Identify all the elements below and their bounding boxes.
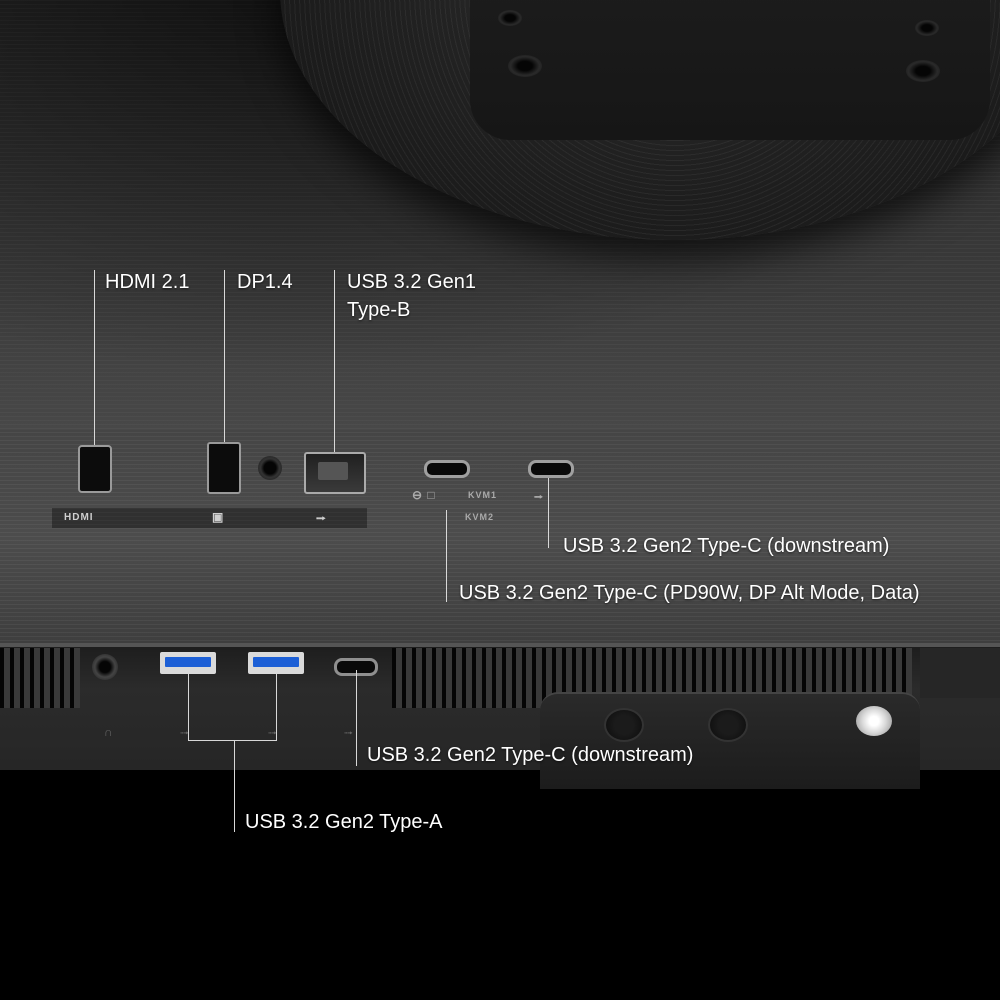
kvm2-silkscreen: KVM2 [465, 512, 495, 522]
typec-pd-label: USB 3.2 Gen2 Type-C (PD90W, DP Alt Mode,… [459, 582, 920, 604]
menu-button [604, 708, 644, 742]
joystick-button [708, 708, 748, 742]
usb-icon: ⭬ [316, 511, 327, 526]
mount-screw [498, 10, 522, 26]
typec-downstream-leader-line [548, 478, 549, 548]
usb-icon: ⭬ [344, 726, 354, 740]
usb-icon: ⭬ [180, 726, 190, 740]
hdmi-silkscreen: HDMI [64, 512, 94, 523]
typea-leader-line [188, 674, 189, 740]
mount-screw [906, 60, 940, 82]
usb-b-port [304, 452, 366, 494]
port-panel [0, 430, 1000, 645]
mount-screw [508, 55, 542, 77]
audio-jack [258, 456, 282, 480]
rail-end-block [920, 648, 1000, 698]
panel-ledge [0, 340, 1000, 430]
usb-a-port [160, 652, 216, 674]
usb-c-pd-port [424, 460, 470, 478]
hdmi-label: HDMI 2.1 [105, 271, 190, 293]
typea-leader-stem [234, 740, 235, 832]
power-light-icon [856, 706, 892, 736]
typea-leader-line [276, 674, 277, 740]
typec-pd-leader-line [446, 510, 447, 602]
mount-screw [915, 20, 939, 36]
typec-downstream-top-label: USB 3.2 Gen2 Type-C (downstream) [563, 535, 890, 557]
usb-b-label-line1: USB 3.2 Gen1 [347, 271, 476, 293]
hdmi-port [78, 445, 112, 493]
monitor-icon: ⊖ □ [412, 488, 436, 502]
hdmi-leader-line [94, 270, 95, 445]
vent-grille [0, 648, 80, 708]
stand-mount-plate [470, 0, 990, 140]
typea-leader-bridge [188, 740, 277, 741]
usb-b-leader-line [334, 270, 335, 452]
rail-edge [0, 643, 1000, 647]
usb-icon: ⭬ [534, 490, 545, 504]
usb-c-downstream-port [528, 460, 574, 478]
usb-icon: ⭬ [268, 726, 278, 740]
usb-a-port [248, 652, 304, 674]
kvm1-silkscreen: KVM1 [468, 490, 498, 500]
typec-bottom-leader-line [356, 670, 357, 766]
dp-logo-icon: ▣ [212, 510, 225, 524]
usb-b-label-line2: Type-B [347, 299, 411, 321]
typea-label: USB 3.2 Gen2 Type-A [245, 811, 443, 833]
typec-downstream-bottom-label: USB 3.2 Gen2 Type-C (downstream) [367, 744, 694, 766]
headphone-icon: ∩ [104, 725, 113, 739]
dp-leader-line [224, 270, 225, 442]
silkscreen-strip [52, 508, 367, 528]
dp-label: DP1.4 [237, 271, 293, 293]
headphone-jack [92, 654, 118, 680]
displayport-port [207, 442, 241, 494]
